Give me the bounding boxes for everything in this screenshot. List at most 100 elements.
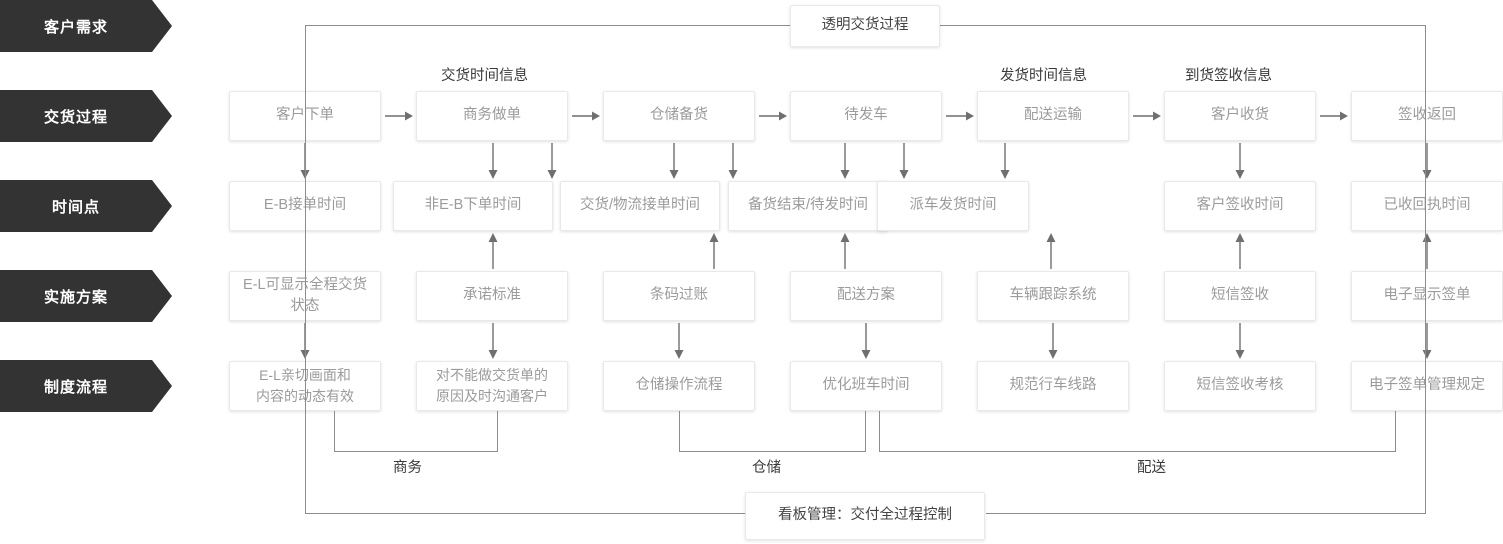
section-label-ship-time-info: 发货时间信息 <box>1000 68 1087 84</box>
solution-box-3[interactable]: 条码过账 <box>603 271 755 321</box>
category-tab-policy-process[interactable]: 制度流程 <box>0 360 172 412</box>
timepoint-box-7[interactable]: 已收回执时间 <box>1351 181 1503 231</box>
section-label-delivery-time-info: 交货时间信息 <box>441 68 528 84</box>
policy-box-label: 电子签单管理规定 <box>1369 377 1485 394</box>
category-tab-label: 客户需求 <box>43 18 108 36</box>
timepoint-box-label: 非E-B下单时间 <box>424 197 522 214</box>
group-label-delivery: 配送 <box>1137 460 1166 476</box>
category-tab-label: 制度流程 <box>43 378 108 396</box>
group-bracket-delivery-left <box>879 411 880 451</box>
solution-box-2[interactable]: 承诺标准 <box>416 271 568 321</box>
timepoint-box-2[interactable]: 非E-B下单时间 <box>393 181 553 231</box>
bottom-bracket-right-rail <box>986 513 1426 514</box>
group-bracket-business-left <box>334 411 335 451</box>
arrow-down-icon <box>545 143 559 179</box>
solution-box-label: 条码过账 <box>650 287 708 304</box>
arrow-down-icon <box>897 143 911 179</box>
arrow-right-icon <box>1320 109 1348 123</box>
timepoint-box-label: 备货结束/待发时间 <box>747 197 869 214</box>
policy-box-7[interactable]: 电子签单管理规定 <box>1351 361 1503 411</box>
category-tab-time-point[interactable]: 时间点 <box>0 180 172 232</box>
timepoint-box-4[interactable]: 备货结束/待发时间 <box>728 181 888 231</box>
top-bracket-right-rail <box>940 25 1425 26</box>
process-box-5[interactable]: 配送运输 <box>977 91 1129 141</box>
process-box-label: 待发车 <box>844 107 888 124</box>
category-tab-label: 交货过程 <box>43 108 108 126</box>
solution-box-label: 电子显示签单 <box>1383 287 1471 304</box>
timepoint-box-label: E-B接单时间 <box>264 195 346 216</box>
category-tab-label: 实施方案 <box>43 288 108 306</box>
top-bracket-left-rail <box>305 25 790 26</box>
solution-box-label: 短信签收 <box>1211 287 1269 304</box>
policy-box-label: 规范行车线路 <box>1009 377 1097 394</box>
arrow-down-icon <box>859 323 873 359</box>
section-label-arrival-sign-info: 到货签收信息 <box>1185 68 1272 84</box>
category-tab-delivery-process[interactable]: 交货过程 <box>0 90 172 142</box>
arrow-down-icon <box>672 323 686 359</box>
arrow-down-icon <box>998 143 1012 179</box>
process-box-6[interactable]: 客户收货 <box>1164 91 1316 141</box>
policy-box-label: 仓储操作流程 <box>635 377 723 394</box>
solution-box-label: 车辆跟踪系统 <box>1009 287 1097 304</box>
category-tab-label: 时间点 <box>51 198 100 216</box>
solution-box-4[interactable]: 配送方案 <box>790 271 942 321</box>
group-bracket-warehouse-rail <box>679 451 866 452</box>
timepoint-box-label: 客户签收时间 <box>1196 197 1284 214</box>
group-bracket-business-right <box>497 411 498 451</box>
arrow-right-icon <box>572 109 600 123</box>
group-bracket-warehouse-left <box>679 411 680 451</box>
process-box-2[interactable]: 商务做单 <box>416 91 568 141</box>
group-bracket-delivery-right <box>1395 411 1396 451</box>
arrow-up-icon <box>1233 233 1247 269</box>
arrow-up-icon <box>1420 233 1434 269</box>
group-label-business: 商务 <box>393 460 422 476</box>
arrow-down-icon <box>667 143 681 179</box>
top-callout-box[interactable]: 透明交货过程 <box>790 5 940 47</box>
bottom-bracket-right-riser <box>1425 77 1426 513</box>
arrow-down-icon <box>486 323 500 359</box>
category-tab-implementation-plan[interactable]: 实施方案 <box>0 270 172 322</box>
policy-box-3[interactable]: 仓储操作流程 <box>603 361 755 411</box>
group-label-warehouse: 仓储 <box>752 460 781 476</box>
group-bracket-business-rail <box>334 451 498 452</box>
arrow-up-icon <box>707 233 721 269</box>
policy-box-label: 优化班车时间 <box>822 377 910 394</box>
bottom-callout-label: 看板管理：交付全过程控制 <box>778 507 952 524</box>
solution-box-label: 配送方案 <box>837 287 895 304</box>
process-box-3[interactable]: 仓储备货 <box>603 91 755 141</box>
process-box-7[interactable]: 签收返回 <box>1351 91 1503 141</box>
timepoint-box-5[interactable]: 派车发货时间 <box>877 181 1029 231</box>
policy-box-5[interactable]: 规范行车线路 <box>977 361 1129 411</box>
top-bracket-right-riser <box>1425 25 1426 77</box>
arrow-down-icon <box>1233 323 1247 359</box>
timepoint-box-label: 已收回执时间 <box>1383 197 1471 214</box>
process-box-4[interactable]: 待发车 <box>790 91 942 141</box>
arrow-right-icon <box>759 109 787 123</box>
solution-box-6[interactable]: 短信签收 <box>1164 271 1316 321</box>
timepoint-box-6[interactable]: 客户签收时间 <box>1164 181 1316 231</box>
process-box-label: 客户收货 <box>1211 107 1269 124</box>
solution-box-label: 承诺标准 <box>463 287 521 304</box>
arrow-down-icon <box>1046 323 1060 359</box>
arrow-down-icon <box>1233 143 1247 179</box>
policy-box-label: 短信签收考核 <box>1196 377 1284 394</box>
bottom-bracket-left-rail <box>305 513 745 514</box>
arrow-right-icon <box>1133 109 1161 123</box>
category-tab-customer-demand[interactable]: 客户需求 <box>0 0 172 52</box>
solution-box-5[interactable]: 车辆跟踪系统 <box>977 271 1129 321</box>
solution-box-7[interactable]: 电子显示签单 <box>1351 271 1503 321</box>
policy-box-2[interactable]: 对不能做交货单的 原因及时沟通客户 <box>416 361 568 411</box>
policy-box-4[interactable]: 优化班车时间 <box>790 361 942 411</box>
arrow-down-icon <box>1420 143 1434 179</box>
timepoint-box-3[interactable]: 交货/物流接单时间 <box>560 181 720 231</box>
timepoint-box-label: 派车发货时间 <box>909 197 997 214</box>
arrow-down-icon <box>486 143 500 179</box>
policy-box-6[interactable]: 短信签收考核 <box>1164 361 1316 411</box>
bottom-callout-box[interactable]: 看板管理：交付全过程控制 <box>745 492 985 540</box>
arrow-up-icon <box>838 233 852 269</box>
arrow-up-icon <box>1044 233 1058 269</box>
arrow-right-icon <box>385 109 413 123</box>
process-box-label: 商务做单 <box>463 107 521 124</box>
arrow-right-icon <box>946 109 974 123</box>
